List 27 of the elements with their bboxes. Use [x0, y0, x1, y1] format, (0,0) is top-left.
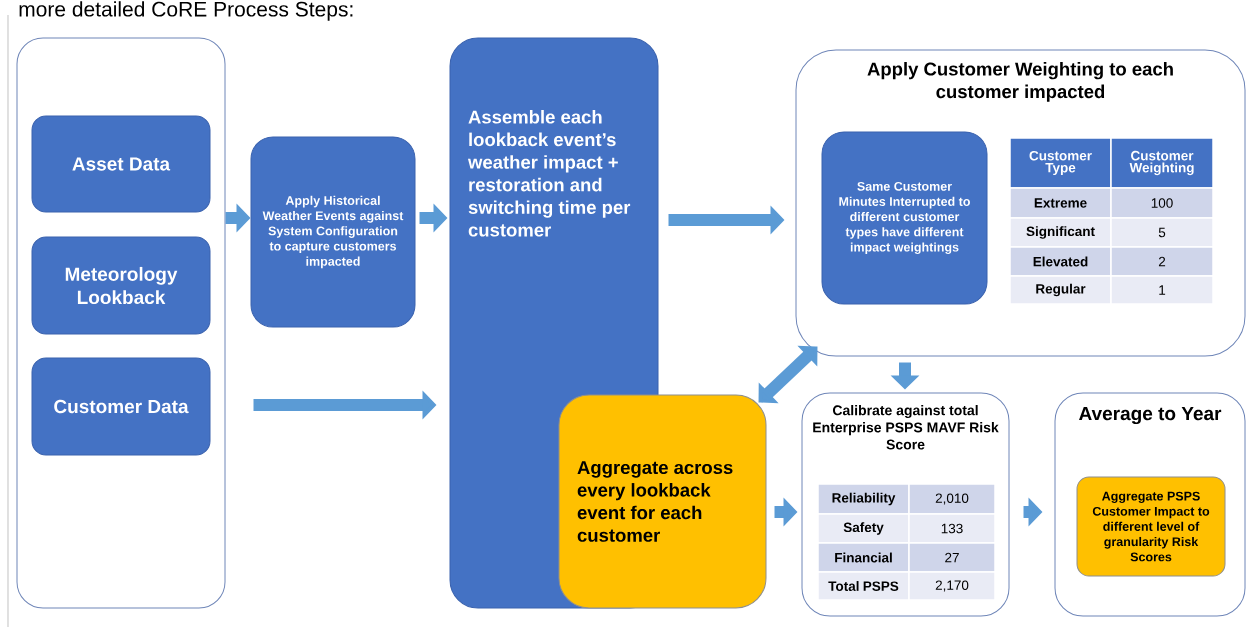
process-box: Aggregate PSPS Customer Impact to different level of granularity Risk Scores [1076, 476, 1226, 577]
table-cell: 2,170 [908, 571, 996, 601]
table-cell: 2 [1110, 246, 1214, 277]
table-cell: 1 [1110, 275, 1214, 305]
table-cell: Customer Weighting [1110, 137, 1214, 189]
table-cell: Elevated [1009, 246, 1112, 277]
table-cell: Reliability [817, 483, 910, 515]
table-cell: Total PSPS [817, 571, 910, 601]
process-box: Aggregate across every lookback event for each customer [558, 394, 767, 609]
table-cell: Significant [1009, 217, 1112, 248]
block-arrow [758, 345, 818, 404]
table-cell: Financial [817, 542, 910, 573]
process-box: Meteorology Lookback [31, 236, 211, 335]
table-cell: 5 [1110, 217, 1214, 248]
table-cell: Extreme [1009, 187, 1112, 219]
process-box: Same Customer Minutes Interrupted to different customer types have different impact weightings [821, 131, 988, 305]
table-cell: 2,010 [908, 483, 996, 515]
table-cell: Safety [817, 513, 910, 544]
table-cell: Regular [1009, 275, 1112, 305]
table-cell: 27 [908, 542, 996, 573]
table-cell: 133 [908, 513, 996, 544]
table-cell: 100 [1110, 187, 1214, 219]
process-box: Asset Data [31, 115, 211, 213]
process-box: Apply Historical Weather Events against System Configuration to capture customers impacted [250, 136, 416, 328]
table-cell: Customer Type [1009, 137, 1112, 189]
heading: more detailed CoRE Process Steps: [19, 1, 353, 21]
process-box: Customer Data [31, 357, 211, 456]
